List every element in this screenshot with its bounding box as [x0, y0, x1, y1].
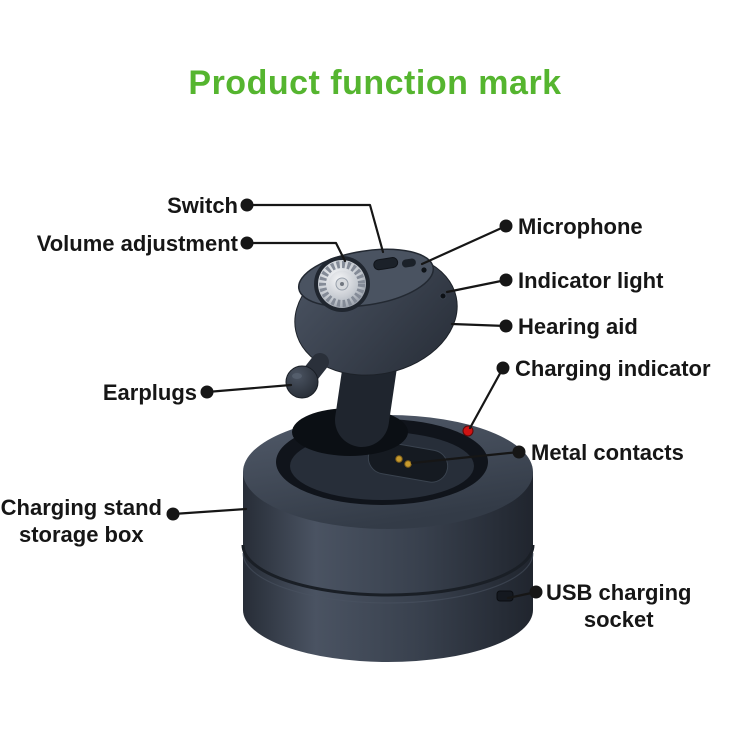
callout-line-microphone — [420, 224, 508, 266]
callout-line-earplugs — [205, 383, 293, 394]
label-indicator-light: Indicator light — [518, 268, 664, 293]
callout-line-charging-stand — [171, 507, 248, 516]
callout-dots — [166, 198, 543, 599]
callout-line-metal-contacts — [410, 450, 521, 465]
metal-contact-pin-2 — [404, 460, 412, 468]
label-earplugs: Earplugs — [102, 380, 197, 405]
label-volume-adjustment: Volume adjustment — [36, 231, 238, 256]
callout-dot-indicator-light — [499, 273, 513, 287]
callout-dot-earplugs — [200, 385, 214, 399]
hearing-aid-device — [285, 248, 458, 447]
dial-knurling — [319, 261, 365, 307]
callout-line-volume — [245, 241, 347, 263]
label-charging-stand-storage-box: Charging stand storage box — [0, 495, 162, 547]
charging-dock — [241, 408, 535, 662]
label-charging-indicator: Charging indicator — [515, 356, 711, 381]
label-switch: Switch — [167, 193, 238, 218]
callout-dot-charging-stand — [166, 507, 180, 521]
label-microphone: Microphone — [518, 214, 643, 239]
label-metal-contacts: Metal contacts — [531, 440, 684, 465]
indicator-light-dot — [439, 292, 447, 300]
callout-dot-usb — [529, 585, 543, 599]
dial-center-dot — [340, 282, 344, 286]
callout-lines — [171, 203, 538, 600]
microphone-hole — [421, 267, 427, 273]
earplug-tip — [285, 365, 319, 399]
callout-dot-microphone — [499, 219, 513, 233]
switch-buttons — [373, 257, 416, 271]
label-usb-charging-socket: USB charging socket — [546, 580, 692, 632]
callout-dot-volume — [240, 236, 254, 250]
dock-seam-line — [241, 544, 535, 597]
earplug-highlight — [292, 373, 302, 379]
callout-line-switch — [245, 203, 385, 254]
callout-line-indicator-light — [445, 278, 508, 294]
volume-button-pill — [401, 258, 416, 268]
switch-button-pill — [373, 257, 399, 271]
callout-dot-switch — [240, 198, 254, 212]
label-hearing-aid: Hearing aid — [518, 314, 638, 339]
callout-dot-hearing-aid — [499, 319, 513, 333]
control-dial — [314, 256, 370, 312]
callout-line-hearing-aid — [450, 322, 508, 328]
metal-contact-pin-1 — [395, 455, 403, 463]
callout-dot-metal-contacts — [512, 445, 526, 459]
page-title: Product function mark — [188, 64, 562, 102]
usb-socket-slot — [496, 590, 514, 602]
callout-line-charging-indicator — [468, 366, 505, 430]
dock-seam-highlight — [242, 552, 534, 604]
callout-dot-charging-indicator — [496, 361, 510, 375]
